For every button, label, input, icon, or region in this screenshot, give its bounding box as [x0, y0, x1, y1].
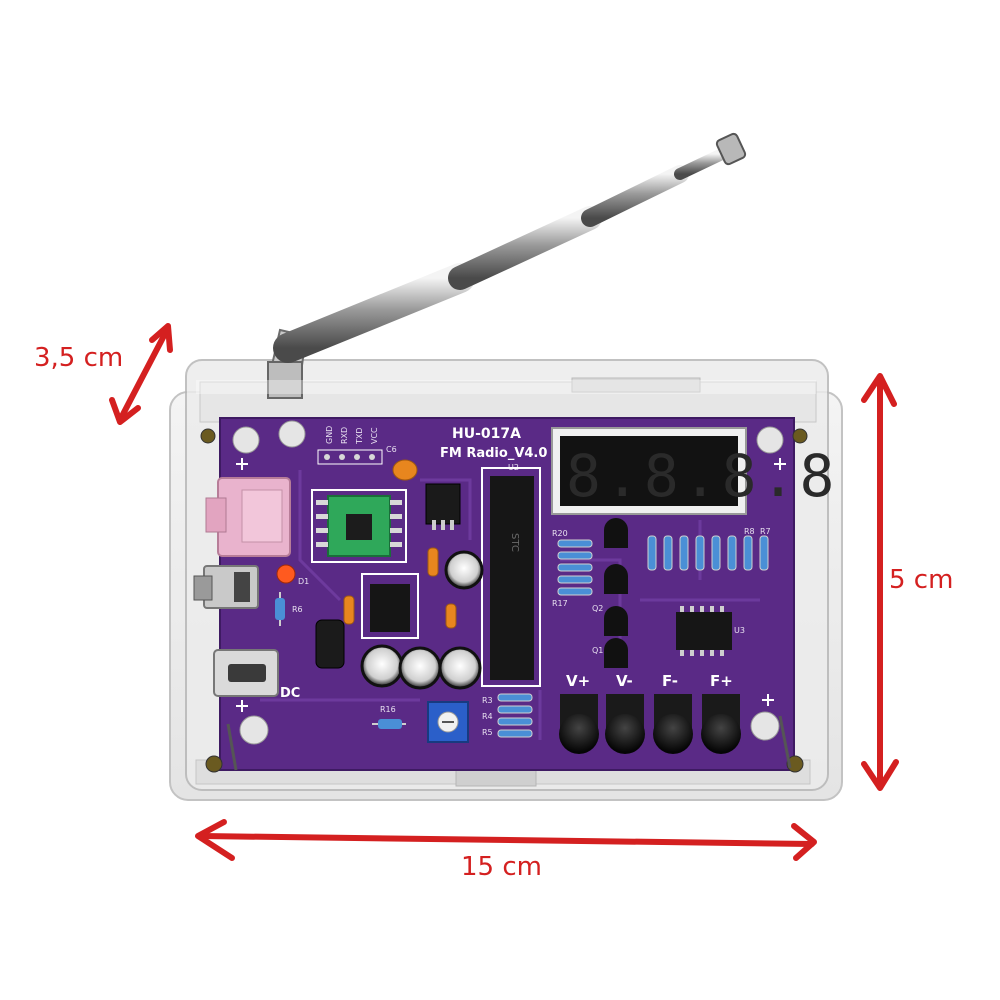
small-ceramic-capacitors: [343, 547, 457, 629]
control-buttons: V+ V- F- F+: [559, 672, 741, 754]
telescopic-antenna: [267, 132, 747, 399]
board-model-label: HU-017A: [452, 426, 521, 442]
pin-rxd: RXD: [340, 427, 349, 444]
seven-segment-display: 8.8.8.8: [551, 427, 838, 515]
potentiometer: [427, 701, 469, 743]
pin-txd: TXD: [355, 427, 364, 445]
frequency-down-button: F-: [653, 672, 693, 754]
resistors: [275, 535, 769, 738]
acrylic-glare: [196, 380, 816, 394]
smd-chip-u3: [676, 606, 732, 656]
volume-up-button: V+: [559, 672, 599, 754]
frequency-up-button: F+: [701, 672, 741, 754]
display-digits: 8.8.8.8: [566, 442, 838, 510]
ceramic-capacitor-c6: [392, 459, 418, 481]
c6-label: C6: [386, 445, 397, 454]
height-dimension-label: 5 cm: [889, 565, 954, 595]
r17-label: R17: [552, 599, 568, 608]
height-arrow: [861, 373, 899, 791]
mcu-brand-text: STC: [509, 533, 520, 552]
volume-down-button: V-: [605, 672, 645, 754]
fm-module: [311, 489, 407, 563]
dc-label: DC: [280, 686, 300, 701]
corner-screws: [200, 420, 808, 773]
d1-label: D1: [298, 577, 309, 586]
pin-gnd: GND: [325, 426, 334, 444]
r5-label: R5: [482, 728, 493, 737]
transistors: [604, 518, 628, 668]
usb-dc-connector: [213, 649, 279, 697]
r8-label: R8: [744, 527, 755, 536]
width-dimension-label: 15 cm: [461, 852, 542, 882]
mcu-chip-u2: STC: [481, 467, 541, 687]
button-label-volume-up: V+: [566, 672, 590, 690]
u3-label: U3: [734, 626, 745, 635]
button-label-frequency-up: F+: [710, 672, 733, 690]
q2-label: Q2: [592, 604, 603, 613]
button-label-frequency-down: F-: [662, 672, 678, 690]
r6-label: R6: [292, 605, 303, 614]
r7-label: R7: [760, 527, 771, 536]
r20-label: R20: [552, 529, 568, 538]
r16-label: R16: [380, 705, 396, 714]
board-name-label: FM Radio_V4.0: [440, 446, 547, 461]
led-d1: [276, 564, 296, 584]
voltage-regulator: [425, 483, 461, 530]
r3-label: R3: [482, 696, 493, 705]
audio-amp-chip: [361, 573, 419, 639]
dimension-arrows: [109, 323, 899, 861]
audio-jack: [205, 477, 291, 557]
depth-dimension-label: 3,5 cm: [34, 343, 124, 373]
button-label-volume-down: V-: [616, 672, 633, 690]
pin-vcc: VCC: [370, 427, 379, 444]
serial-header: GND RXD TXD VCC: [317, 426, 383, 465]
width-arrow: [195, 819, 817, 861]
depth-arrow: [109, 323, 173, 425]
electrolytic-capacitors: [315, 550, 484, 690]
power-switch: [193, 565, 259, 609]
r4-label: R4: [482, 712, 493, 721]
q1-label: Q1: [592, 646, 603, 655]
